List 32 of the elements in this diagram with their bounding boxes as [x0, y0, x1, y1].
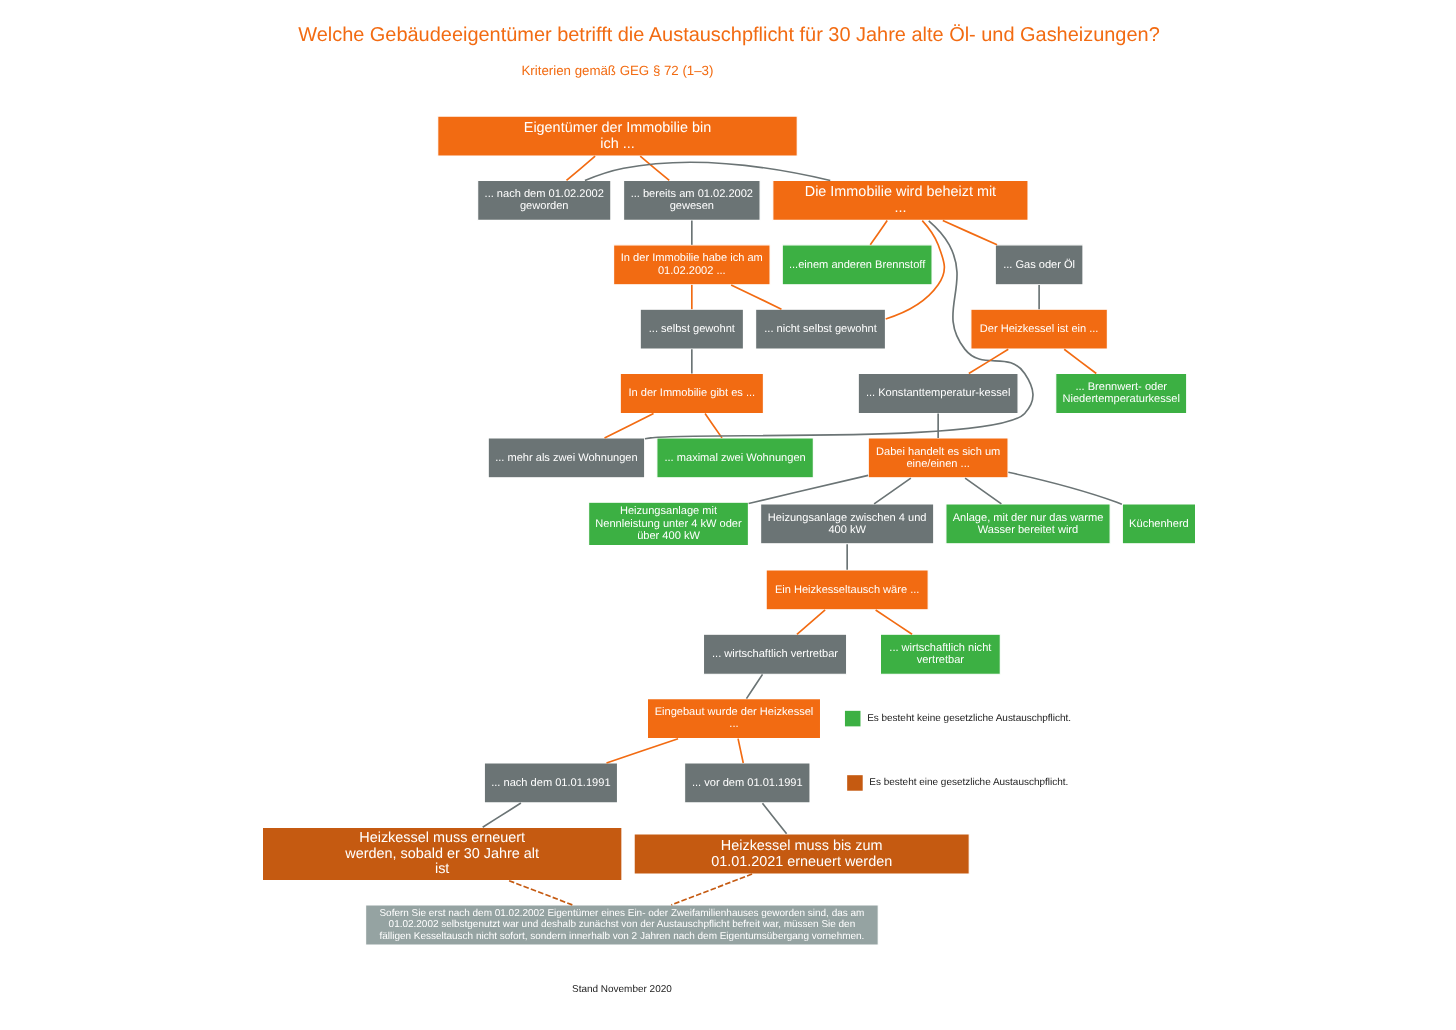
- connector: [690, 348, 692, 375]
- connector: [746, 474, 868, 505]
- connector: [940, 219, 997, 246]
- connector: [1006, 471, 1122, 505]
- connector: [643, 219, 1033, 440]
- connector: [936, 412, 938, 439]
- connector: [564, 155, 595, 182]
- connector: [690, 284, 692, 310]
- connector: [736, 737, 744, 764]
- connector: [963, 477, 1002, 505]
- connector: [602, 412, 654, 439]
- connector: [1037, 284, 1039, 310]
- connector: [480, 802, 521, 829]
- connector: [1062, 348, 1097, 375]
- connector: [868, 219, 888, 246]
- connector: [845, 543, 847, 571]
- connector: [604, 737, 678, 764]
- connector: [583, 161, 831, 182]
- connector: [760, 802, 787, 835]
- connector: [873, 609, 912, 636]
- connector: [966, 348, 1009, 375]
- connector: [744, 673, 763, 700]
- connector: [795, 609, 825, 636]
- connector: [669, 873, 752, 906]
- connector: [883, 219, 945, 320]
- connector: [507, 879, 573, 906]
- connector: [690, 219, 692, 246]
- connector: [729, 284, 782, 310]
- diagram-title: Welche Gebäudeeigentümer betrifft die Austauschpflicht für 30 Jahre alte Öl- und Gasheizungen?: [297, 25, 1159, 48]
- connector: [638, 155, 670, 182]
- connector: [703, 412, 722, 439]
- connector: [872, 477, 911, 505]
